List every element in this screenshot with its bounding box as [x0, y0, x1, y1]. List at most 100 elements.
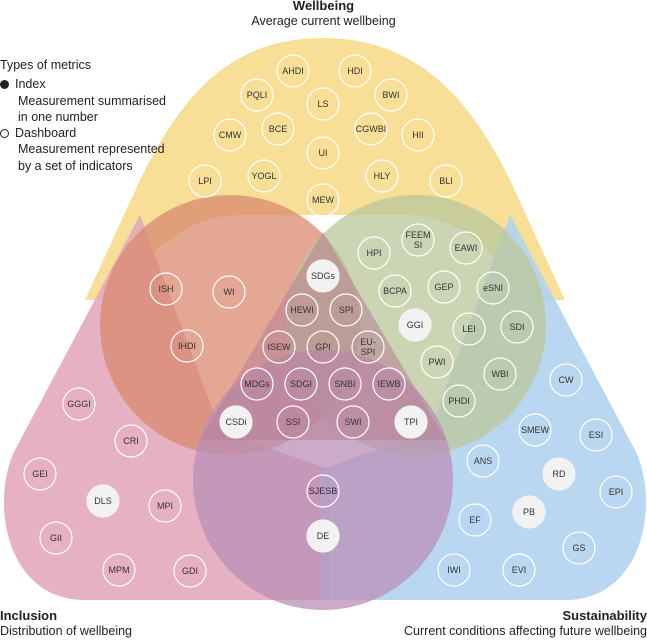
metric-label: GPI: [315, 342, 331, 352]
metric-epi: EPI: [599, 475, 633, 509]
metric-marker-index: [306, 87, 340, 121]
metric-label: CW: [559, 375, 574, 385]
metric-marker-index: [23, 457, 57, 491]
metric-label: ISH: [158, 284, 173, 294]
metric-label: MPI: [157, 501, 173, 511]
metric-dls: DLS: [86, 484, 120, 518]
metric-marker-index: [240, 367, 274, 401]
metric-hly: HLY: [365, 159, 399, 193]
metric-swi: SWI: [336, 405, 370, 439]
metric-marker-index: [500, 310, 534, 344]
metric-marker-index: [442, 384, 476, 418]
metric-marker-index: [599, 475, 633, 509]
metric-mpm: MPM: [102, 553, 136, 587]
legend-index-desc-2: in one number: [18, 109, 98, 124]
metric-euspi: EU-SPI: [351, 330, 385, 364]
metric-label: YOGL: [251, 171, 276, 181]
metric-marker-index: [212, 275, 246, 309]
metric-marker-index: [429, 164, 463, 198]
inclusion-subtitle: Distribution of wellbeing: [0, 624, 133, 638]
metric-label: EPI: [609, 487, 624, 497]
metric-marker-index: [374, 78, 408, 112]
metric-eawi: EAWI: [449, 231, 483, 265]
metric-label: TPI: [404, 417, 418, 427]
legend-index-desc-1: Measurement summarised: [18, 93, 166, 108]
metric-esni: eSNI: [476, 271, 510, 305]
metric-label: HII: [412, 130, 424, 140]
metric-label: HDI: [347, 66, 363, 76]
metric-label: CGWBI: [356, 124, 387, 134]
metric-marker-dashboard: [219, 405, 253, 439]
metric-marker-index: [420, 345, 454, 379]
metric-de: DE: [306, 519, 340, 553]
metric-label: CRI: [123, 436, 139, 446]
metric-label: PHDI: [448, 396, 470, 406]
metric-gpi: GPI: [306, 330, 340, 364]
metric-mpi: MPI: [148, 489, 182, 523]
metric-gs: GS: [562, 531, 596, 565]
metric-label: CMW: [219, 130, 242, 140]
metric-marker-index: [261, 112, 295, 146]
metric-label: SNBI: [334, 379, 355, 389]
metric-marker-index: [401, 223, 435, 257]
metric-label: SI: [414, 240, 423, 250]
metric-marker-index: [401, 118, 435, 152]
metric-iewb: IEWB: [372, 367, 406, 401]
metric-pqli: PQLI: [240, 78, 274, 112]
metric-marker-dashboard: [398, 308, 432, 342]
metric-lpi: LPI: [188, 164, 222, 198]
dashboard-marker-icon: [0, 128, 9, 138]
metric-label: LPI: [198, 176, 212, 186]
metric-rd: RD: [542, 457, 576, 491]
metric-yogl: YOGL: [247, 159, 281, 193]
metric-marker-index: [357, 236, 391, 270]
metric-label: ISEW: [267, 342, 291, 352]
metric-label: BCPA: [383, 286, 407, 296]
inclusion-title: Inclusion Distribution of wellbeing: [0, 608, 132, 638]
metric-ui: UI: [306, 136, 340, 170]
metric-marker-index: [458, 503, 492, 537]
metric-label: SSI: [286, 417, 301, 427]
metric-label: IHDI: [178, 341, 196, 351]
metric-marker-index: [354, 112, 388, 146]
metric-label: SPI: [361, 347, 376, 357]
metric-label: WBI: [492, 369, 509, 379]
metric-marker-index: [437, 553, 471, 587]
metric-marker-index: [476, 271, 510, 305]
metric-label: DE: [317, 531, 330, 541]
metric-label: GS: [572, 543, 585, 553]
metric-marker-index: [483, 357, 517, 391]
sustainability-title-text: Sustainability: [562, 608, 647, 623]
metric-ans: ANS: [466, 444, 500, 478]
metric-marker-index: [351, 330, 385, 364]
metric-marker-index: [114, 424, 148, 458]
metric-bli: BLI: [429, 164, 463, 198]
metric-label: AHDI: [282, 66, 304, 76]
metric-marker-dashboard: [512, 495, 546, 529]
legend-dashboard-desc-1: Measurement represented: [18, 142, 165, 157]
metric-marker-index: [306, 136, 340, 170]
metric-sjesb: SJESB: [306, 474, 340, 508]
metric-lei: LEI: [452, 312, 486, 346]
wellbeing-title-text: Wellbeing: [292, 0, 355, 13]
metric-hii: HII: [401, 118, 435, 152]
metric-mew: MEW: [306, 183, 340, 217]
metric-csdi: CSDi: [219, 405, 253, 439]
metric-label: EVI: [512, 565, 527, 575]
metric-label: SDGs: [311, 271, 336, 281]
metric-marker-dashboard: [86, 484, 120, 518]
wellbeing-subtitle: Average current wellbeing: [251, 14, 396, 28]
metric-label: EF: [469, 515, 481, 525]
legend-dashboard-label: Dashboard: [15, 126, 77, 140]
metric-wi: WI: [212, 275, 246, 309]
metric-marker-index: [365, 159, 399, 193]
metric-marker-index: [549, 363, 583, 397]
metric-label: ESI: [589, 430, 604, 440]
metric-cri: CRI: [114, 424, 148, 458]
metric-marker-index: [285, 293, 319, 327]
metric-label: EAWI: [455, 243, 478, 253]
metric-label: SDI: [509, 322, 524, 332]
metric-sdi: SDI: [500, 310, 534, 344]
metric-hpi: HPI: [357, 236, 391, 270]
